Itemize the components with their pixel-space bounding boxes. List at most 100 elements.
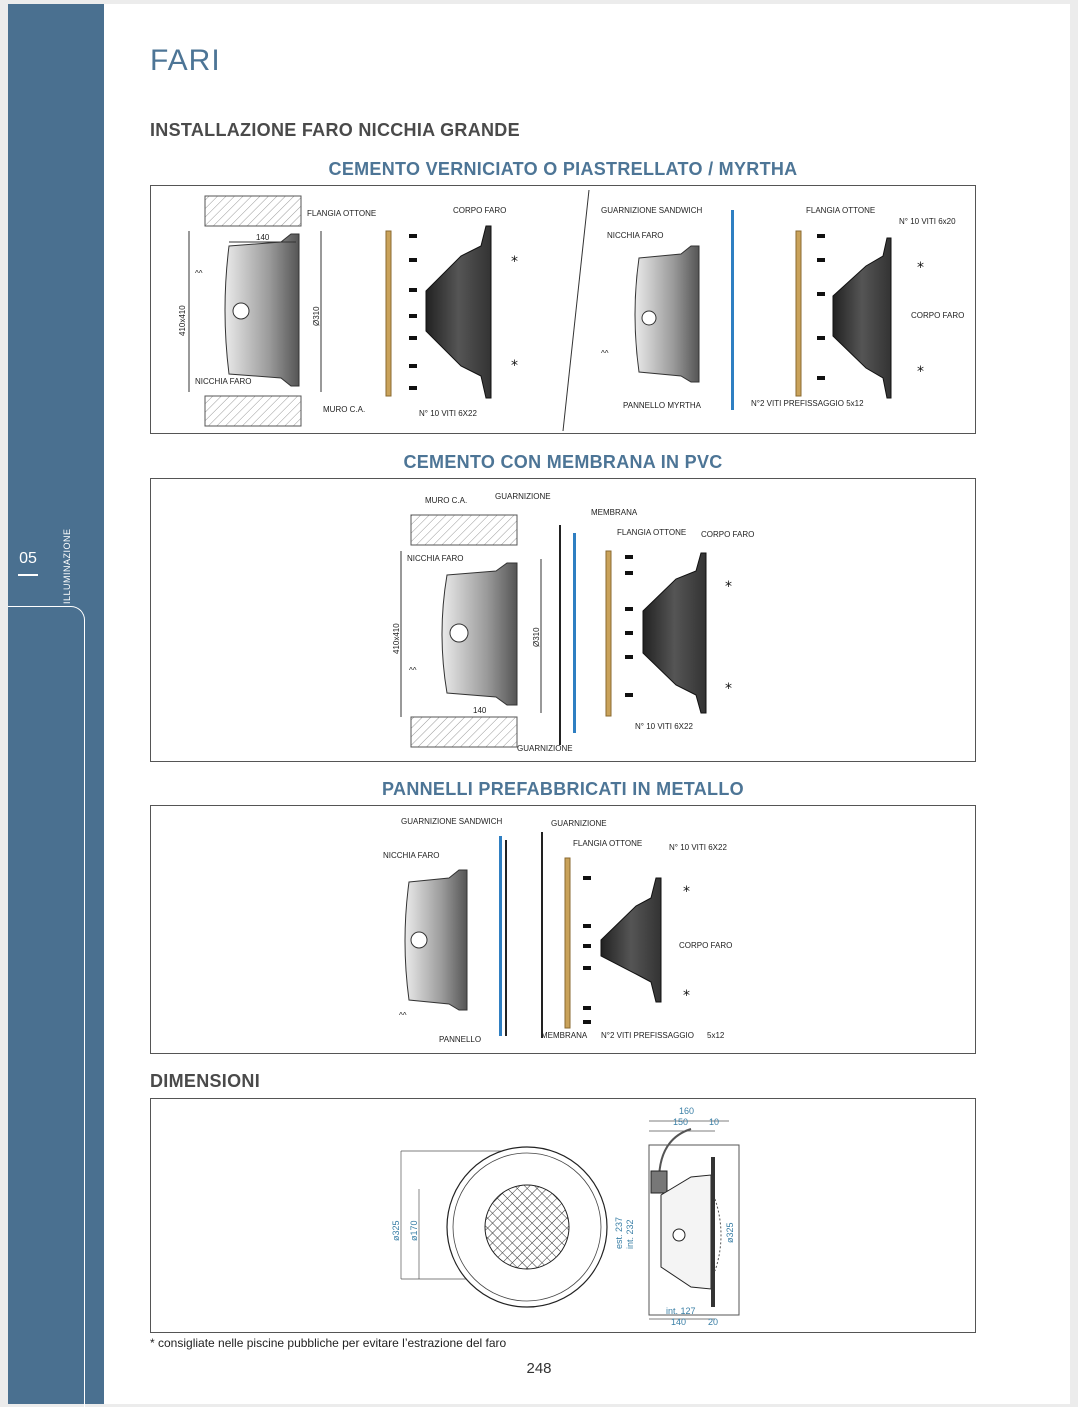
- footnote: * consigliate nelle piscine pubbliche pe…: [150, 1336, 507, 1350]
- label-arrow: ^^: [195, 269, 203, 278]
- screws-right: [817, 234, 825, 380]
- lamp-body: [600, 877, 662, 1003]
- label-viti-prefissaggio-size: 5x12: [707, 1031, 725, 1040]
- niche-cable-port-right: [641, 310, 657, 326]
- star-bottom-right: *: [917, 364, 924, 380]
- brass-flange: [385, 230, 392, 397]
- metal-panel: [505, 840, 507, 1036]
- star-bottom: *: [683, 988, 690, 1004]
- star-top: *: [725, 579, 732, 595]
- screws: [583, 876, 591, 1024]
- page-title: FARI: [150, 44, 221, 77]
- chapter-name: ILLUMINAZIONE: [62, 528, 72, 604]
- niche-body: [441, 562, 518, 706]
- panel1-heading: CEMENTO VERNICIATO O PIASTRELLATO / MYRT…: [328, 159, 798, 179]
- guarnizione-line: [559, 525, 561, 745]
- panel2-heading: CEMENTO CON MEMBRANA IN PVC: [403, 452, 723, 472]
- label-viti: N° 10 VITI 6X22: [419, 409, 477, 418]
- brass-flange-right: [795, 230, 802, 397]
- label-corpo: CORPO FARO: [701, 530, 754, 539]
- label-guarnizione-sandwich: GUARNIZIONE SANDWICH: [401, 817, 503, 826]
- label-nicchia: NICCHIA FARO: [407, 554, 463, 563]
- wall-block-top: [410, 514, 518, 546]
- dim-front-outer: ø325: [391, 1220, 401, 1241]
- page-number: 248: [526, 1360, 552, 1377]
- niche-body: [404, 869, 468, 1011]
- label-membrana: MEMBRANA: [591, 508, 638, 517]
- panel-dimensioni: ø325 ø170 160 150 10 est. 237 int. 232 ø…: [150, 1098, 976, 1333]
- label-410: 410x410: [392, 623, 401, 654]
- label-310: Ø310: [532, 627, 541, 647]
- niche-cable-port: [449, 623, 469, 643]
- side-view-gland: [650, 1170, 668, 1194]
- niche-body: [224, 233, 300, 387]
- lamp-body: [642, 552, 707, 714]
- label-nicchia: NICCHIA FARO: [383, 851, 439, 860]
- screws: [409, 234, 417, 390]
- membrane-line: [573, 533, 576, 733]
- panel-membrana-pvc: MURO C.A. GUARNIZIONE MEMBRANA FLANGIA O…: [150, 478, 976, 762]
- sandwich-gasket: [499, 836, 502, 1036]
- lamp-front-inner-ring: [452, 1152, 602, 1302]
- dim-10: 10: [709, 1117, 719, 1127]
- niche-cable-port: [232, 302, 250, 320]
- star-top-right: *: [917, 260, 924, 276]
- dim-int-232: int. 232: [625, 1219, 635, 1249]
- wall-block-bottom: [410, 716, 518, 748]
- screws: [625, 555, 633, 697]
- label-arrow: ^^: [399, 1011, 407, 1020]
- star-bottom: *: [511, 358, 518, 374]
- section-title-installation: INSTALLAZIONE FARO NICCHIA GRANDE: [150, 120, 520, 140]
- label-pannello-myrtha: PANNELLO MYRTHA: [623, 401, 702, 410]
- label-flangia: FLANGIA OTTONE: [573, 839, 642, 848]
- panel1-drawing: FLANGIA OTTONE CORPO FARO 140 410x410 Ø3…: [178, 189, 964, 432]
- label-nicchia: NICCHIA FARO: [195, 377, 251, 386]
- brass-flange: [605, 550, 612, 717]
- label-guarnizione-bottom: GUARNIZIONE: [517, 744, 573, 753]
- label-flangia: FLANGIA OTTONE: [307, 209, 376, 218]
- dim-side-325: ø325: [725, 1222, 735, 1243]
- star-bottom: *: [725, 681, 732, 697]
- star-top: *: [683, 884, 690, 900]
- chapter-underline: [18, 574, 38, 576]
- dimensions-drawing: ø325 ø170 160 150 10 est. 237 int. 232 ø…: [391, 1106, 740, 1327]
- label-corpo-right: CORPO FARO: [911, 311, 964, 320]
- sidebar-tab-outline: [8, 606, 85, 1407]
- label-guarnizione: GUARNIZIONE: [495, 492, 551, 501]
- lamp-front-lens: [484, 1184, 570, 1270]
- label-pannello: PANNELLO: [439, 1035, 481, 1044]
- label-140: 140: [256, 233, 270, 242]
- dim-20: 20: [708, 1317, 718, 1327]
- label-muro: MURO C.A.: [425, 496, 467, 505]
- wall-block-top: [204, 195, 302, 227]
- myrtha-panel: [731, 210, 734, 410]
- niche-body-right: [634, 245, 700, 383]
- panel3-drawing: GUARNIZIONE SANDWICH GUARNIZIONE FLANGIA…: [383, 817, 732, 1044]
- label-viti-right: N° 10 VITI 6x20: [899, 217, 956, 226]
- side-view-lens: [714, 1198, 722, 1272]
- guarnizione-line: [541, 832, 543, 1038]
- label-muro: MURO C.A.: [323, 405, 365, 414]
- label-410: 410x410: [178, 305, 187, 336]
- label-corpo: CORPO FARO: [679, 941, 732, 950]
- label-flangia: FLANGIA OTTONE: [617, 528, 686, 537]
- dim-150: 150: [673, 1117, 688, 1127]
- label-membrana: MEMBRANA: [541, 1031, 588, 1040]
- label-viti-prefissaggio: N°2 VITI PREFISSAGGIO 5x12: [751, 399, 864, 408]
- dim-front-inner: ø170: [409, 1220, 419, 1241]
- label-140: 140: [473, 706, 487, 715]
- panel2-drawing: MURO C.A. GUARNIZIONE MEMBRANA FLANGIA O…: [392, 492, 754, 753]
- label-viti: N° 10 VITI 6X22: [669, 843, 727, 852]
- sidebar: 05 ILLUMINAZIONE: [8, 4, 104, 1407]
- dim-int-127: int. 127: [666, 1306, 696, 1316]
- dim-est-237: est. 237: [614, 1217, 624, 1249]
- dim-160: 160: [679, 1106, 694, 1116]
- niche-cable-port: [410, 931, 428, 949]
- label-nicchia-right: NICCHIA FARO: [607, 231, 663, 240]
- brass-flange: [564, 857, 571, 1029]
- label-corpo: CORPO FARO: [453, 206, 506, 215]
- panel-cemento-verniciato: FLANGIA OTTONE CORPO FARO 140 410x410 Ø3…: [150, 185, 976, 434]
- label-310: Ø310: [312, 306, 321, 326]
- lamp-body-right: [832, 237, 892, 399]
- side-view-port: [672, 1228, 686, 1242]
